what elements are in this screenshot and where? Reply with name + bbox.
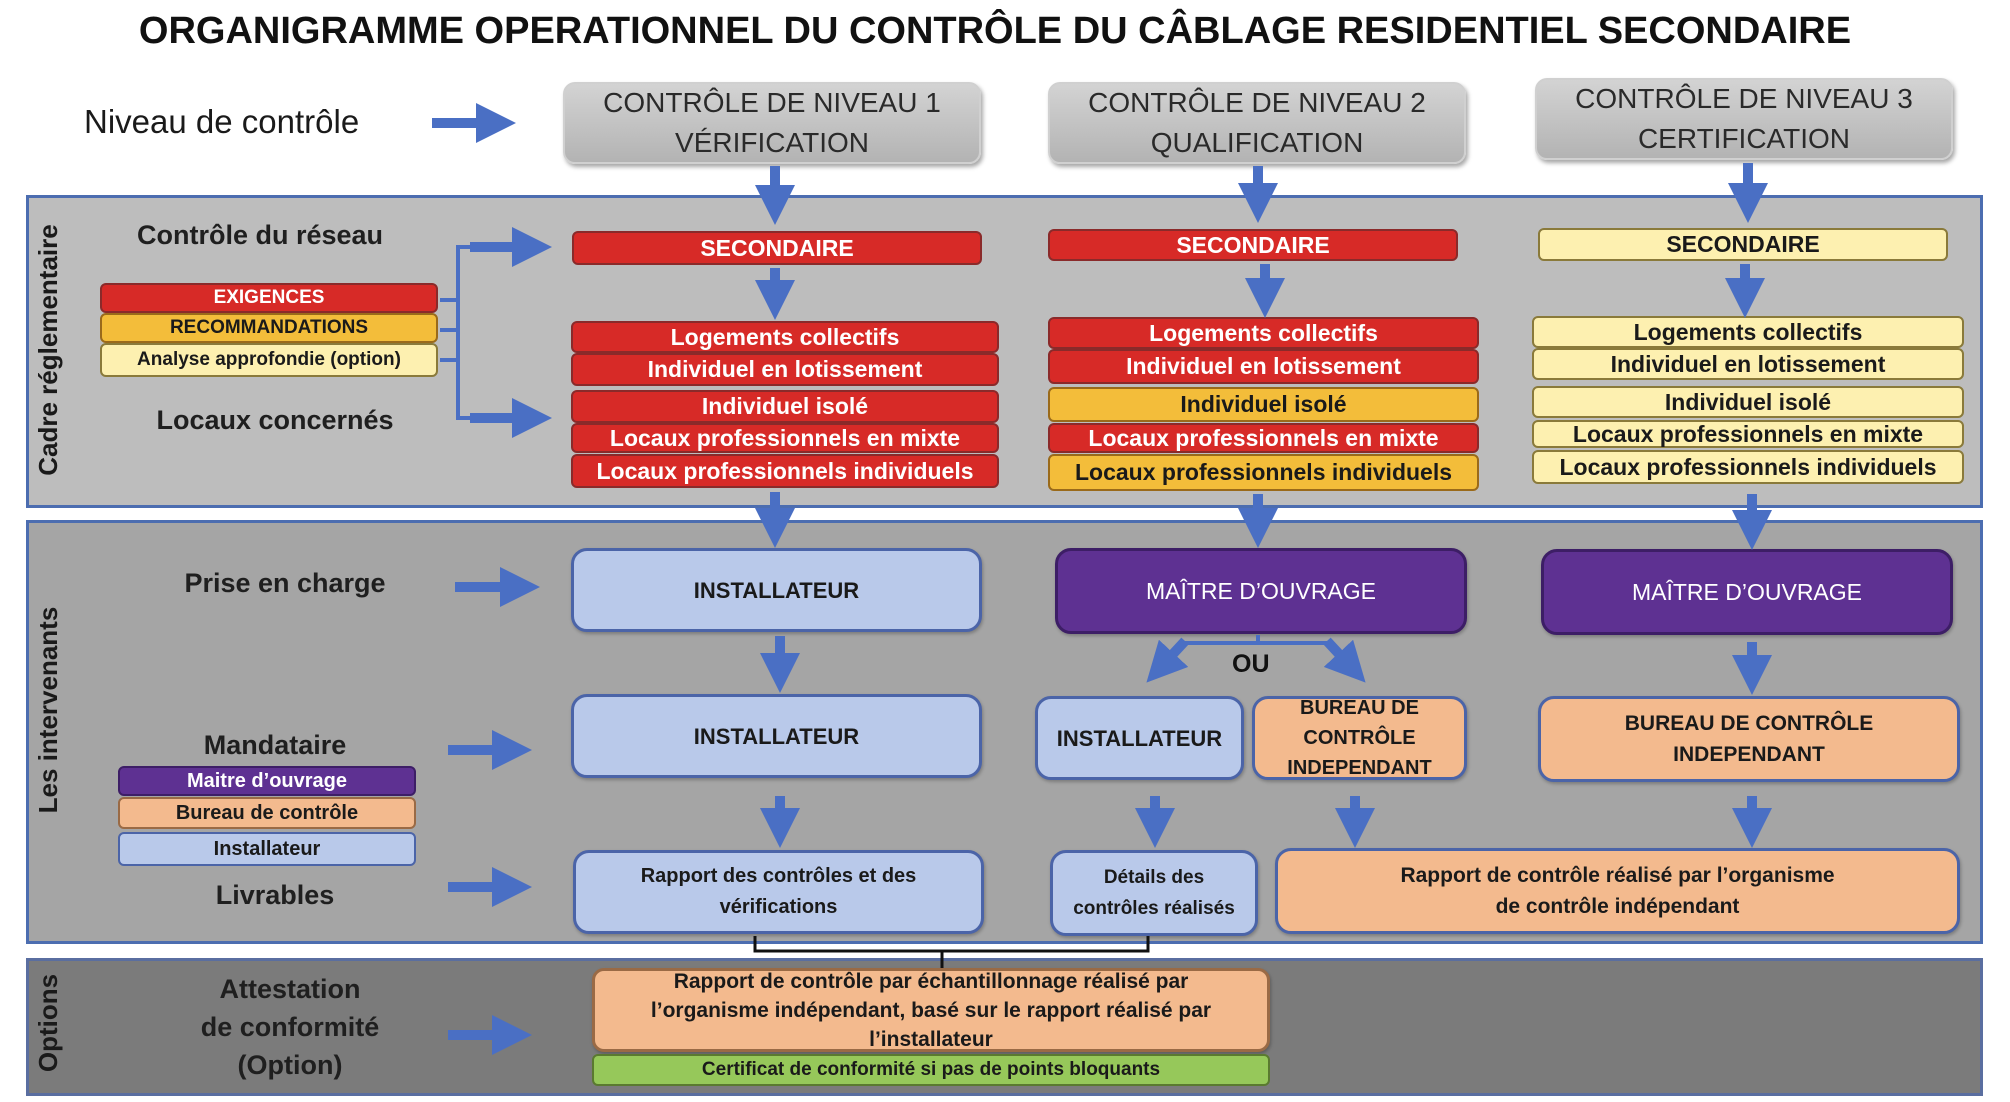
options-rapport-echantillonnage: Rapport de contrôle par échantillonnage … xyxy=(592,968,1270,1052)
n2-livrable-details: Détails des contrôles réalisés xyxy=(1050,850,1258,936)
level-3-line1: CONTRÔLE DE NIVEAU 3 xyxy=(1575,83,1913,114)
n1-secondaire: SECONDAIRE xyxy=(572,231,982,265)
n1-livrable-line1: Rapport des contrôles et des xyxy=(640,865,917,887)
n2-logements-collectifs: Logements collectifs xyxy=(1048,317,1479,349)
n3-bureau-line1: BUREAU DE CONTRÔLE xyxy=(1624,712,1874,735)
n3-livrable-rapport: Rapport de contrôle réalisé par l’organi… xyxy=(1275,848,1960,934)
prise-en-charge-label: Prise en charge xyxy=(184,568,386,598)
n3-secondaire: SECONDAIRE xyxy=(1538,228,1948,261)
attestation-line1: Attestation xyxy=(219,974,361,1004)
n1-locaux-individuels: Locaux professionnels individuels xyxy=(571,454,999,488)
level-2-line2: QUALIFICATION xyxy=(1150,127,1364,158)
options-rapport-line3: l’installateur xyxy=(869,1027,993,1051)
legend-recommandations: RECOMMANDATIONS xyxy=(100,313,438,343)
legend-analyse-option: Analyse approfondie (option) xyxy=(100,343,438,377)
n2-livrable-line1: Détails des xyxy=(1103,867,1205,888)
legend-installateur: Installateur xyxy=(118,832,416,866)
level-1-line1: CONTRÔLE DE NIVEAU 1 xyxy=(603,87,941,118)
n3-mandataire-bureau: BUREAU DE CONTRÔLE INDEPENDANT xyxy=(1538,696,1960,782)
n1-livrable-line2: vérifications xyxy=(719,896,838,918)
legend-bracket-lower xyxy=(456,300,470,420)
n3-livrable-line2: de contrôle indépendant xyxy=(1495,895,1740,918)
n2-livrable-line2: contrôles réalisés xyxy=(1073,898,1235,919)
legend-maitre-ouvrage: Maitre d’ouvrage xyxy=(118,766,416,796)
n3-locaux-individuels: Locaux professionnels individuels xyxy=(1532,450,1964,484)
attestation-line2: de conformité xyxy=(200,1012,380,1042)
n3-individuel-isole: Individuel isolé xyxy=(1532,386,1964,418)
level-1-line2: VÉRIFICATION xyxy=(675,127,869,158)
n1-mandataire-installateur: INSTALLATEUR xyxy=(571,694,982,778)
n3-bureau-line2: INDEPENDANT xyxy=(1673,743,1825,766)
n3-logements-collectifs: Logements collectifs xyxy=(1532,316,1964,348)
legend-bracket xyxy=(440,245,470,302)
level-3-header: CONTRÔLE DE NIVEAU 3 CERTIFICATION xyxy=(1535,78,1953,160)
livrables-bracket xyxy=(753,936,1150,953)
n2-mandataire-bureau: BUREAU DE CONTRÔLE INDEPENDANT xyxy=(1252,696,1467,780)
n1-prise-installateur: INSTALLATEUR xyxy=(571,548,982,632)
n2-bureau-line3: INDEPENDANT xyxy=(1287,757,1432,779)
options-rapport-line2: l’organisme indépendant, basé sur le rap… xyxy=(650,998,1212,1022)
n2-individuel-lotissement: Individuel en lotissement xyxy=(1048,349,1479,384)
arrow-n2-left xyxy=(1146,637,1189,683)
legend-bureau-controle: Bureau de contrôle xyxy=(118,797,416,829)
n1-livrable-rapport: Rapport des contrôles et des vérificatio… xyxy=(573,850,984,934)
n2-bureau-line2: CONTRÔLE xyxy=(1303,727,1416,749)
n2-bureau-line1: BUREAU DE xyxy=(1300,697,1419,719)
n1-individuel-lotissement: Individuel en lotissement xyxy=(571,353,999,386)
options-rapport-line1: Rapport de contrôle par échantillonnage … xyxy=(673,969,1189,993)
arrow-n2-right xyxy=(1323,637,1366,683)
n3-locaux-mixte: Locaux professionnels en mixte xyxy=(1532,420,1964,448)
level-3-line2: CERTIFICATION xyxy=(1637,123,1851,154)
livrables-label: Livrables xyxy=(215,880,335,910)
niveau-label: Niveau de contrôle xyxy=(84,103,360,140)
n2-prise-maitre-ouvrage: MAÎTRE D’OUVRAGE xyxy=(1055,548,1467,634)
n3-individuel-lotissement: Individuel en lotissement xyxy=(1532,348,1964,380)
ou-label: OU xyxy=(1232,650,1270,678)
n2-secondaire: SECONDAIRE xyxy=(1048,229,1458,261)
n1-locaux-mixte: Locaux professionnels en mixte xyxy=(571,423,999,453)
controle-reseau-label: Contrôle du réseau xyxy=(136,220,384,250)
mandataire-label: Mandataire xyxy=(203,730,347,760)
level-1-header: CONTRÔLE DE NIVEAU 1 VÉRIFICATION xyxy=(563,82,981,164)
n2-mandataire-installateur: INSTALLATEUR xyxy=(1035,696,1244,780)
attestation-line3: (Option) xyxy=(237,1050,343,1080)
options-certificat: Certificat de conformité si pas de point… xyxy=(592,1054,1270,1086)
n2-individuel-isole: Individuel isolé xyxy=(1048,387,1479,422)
n3-prise-maitre-ouvrage: MAÎTRE D’OUVRAGE xyxy=(1541,549,1953,635)
legend-exigences: EXIGENCES xyxy=(100,283,438,313)
n1-individuel-isole: Individuel isolé xyxy=(571,390,999,423)
attestation-label: Attestation de conformité (Option) xyxy=(140,970,440,1084)
n2-locaux-individuels: Locaux professionnels individuels xyxy=(1048,454,1479,491)
n1-logements-collectifs: Logements collectifs xyxy=(571,321,999,353)
n3-livrable-line1: Rapport de contrôle réalisé par l’organi… xyxy=(1400,864,1835,887)
level-2-line1: CONTRÔLE DE NIVEAU 2 xyxy=(1088,87,1426,118)
n2-locaux-mixte: Locaux professionnels en mixte xyxy=(1048,423,1479,453)
page-title: ORGANIGRAMME OPERATIONNEL DU CONTRÔLE DU… xyxy=(138,10,1852,52)
locaux-concernes-label: Locaux concernés xyxy=(156,405,394,435)
level-2-header: CONTRÔLE DE NIVEAU 2 QUALIFICATION xyxy=(1048,82,1466,164)
